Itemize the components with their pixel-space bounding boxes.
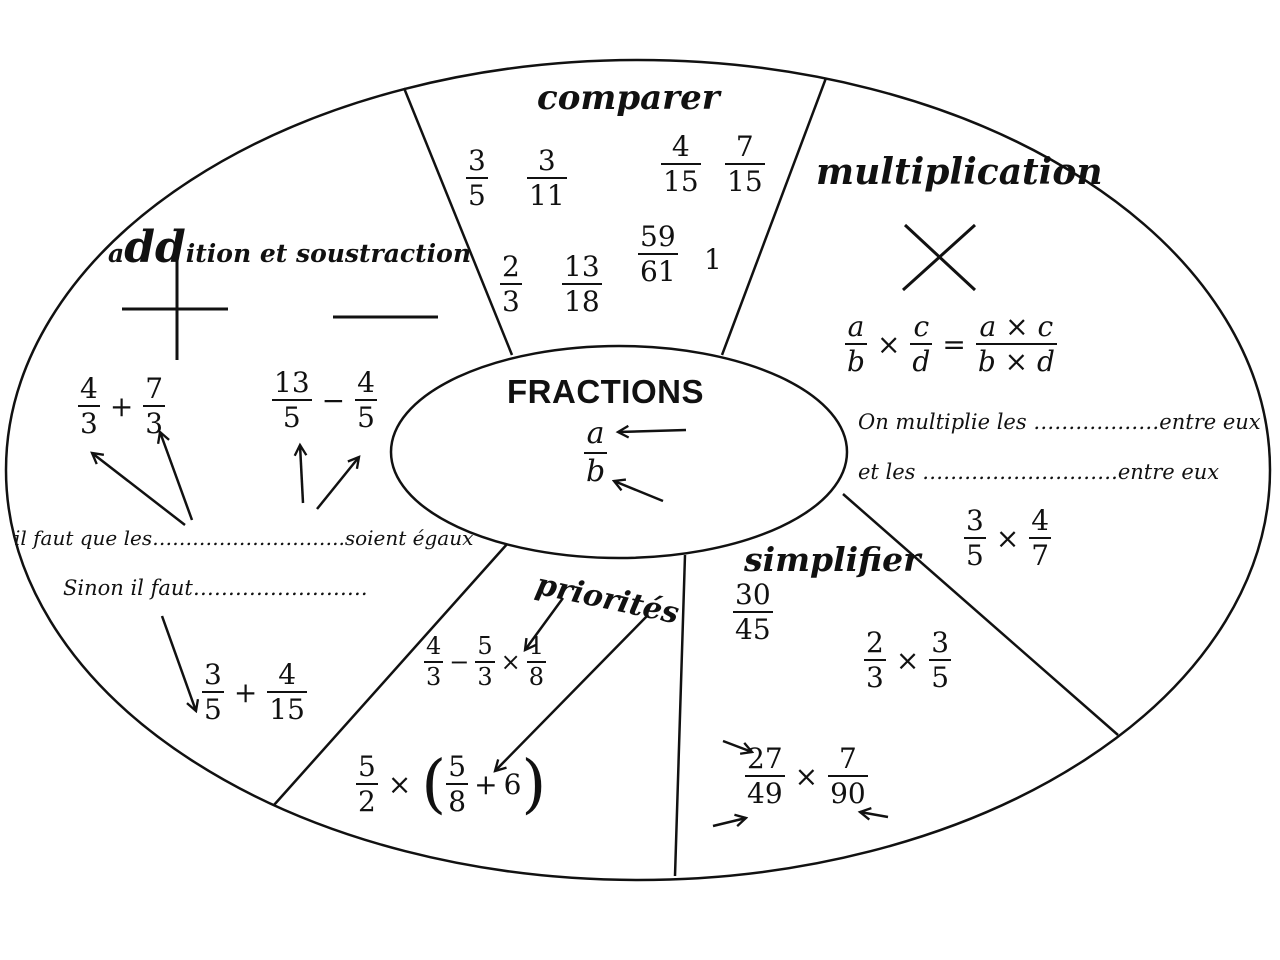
multiplication-note-2: et les ……………………….entre eux — [858, 460, 1220, 484]
arrow — [712, 818, 746, 828]
addition-note-2: Sinon il faut……………………. — [63, 576, 368, 600]
section-title-addition: addition et soustraction — [108, 222, 472, 273]
compare-integer: 1 — [704, 243, 722, 276]
center-title: FRACTIONS — [507, 373, 704, 410]
section-title-multiplication: multiplication — [816, 151, 1103, 193]
arrow — [160, 615, 196, 711]
arrow — [316, 457, 359, 510]
arrow — [618, 430, 687, 432]
arrow — [160, 432, 194, 521]
divider-line — [273, 542, 509, 806]
divider-line — [720, 77, 828, 356]
times-symbol — [901, 223, 977, 292]
addition-note-1: il faut que les………………………..soient égaux — [14, 526, 474, 550]
arrow — [300, 445, 303, 504]
section-title-simplifier: simplifier — [744, 540, 921, 579]
divider-line — [402, 87, 514, 356]
center-numerator: a — [586, 416, 605, 451]
section-title-comparer: comparer — [537, 78, 720, 118]
arrow — [92, 453, 186, 526]
arrow — [614, 481, 664, 503]
center-ellipse — [389, 344, 849, 560]
arrow — [722, 739, 752, 752]
multiplication-note-1: On multiplie les ………………entre eux — [858, 410, 1261, 434]
plus-symbol — [122, 258, 228, 360]
arrow — [525, 597, 565, 650]
center-denominator: b — [586, 453, 606, 489]
outer-ellipse — [4, 58, 1272, 882]
divider-line — [673, 554, 687, 877]
arrow — [860, 812, 889, 817]
divider-line — [842, 493, 1119, 736]
arrow — [495, 614, 649, 771]
arrows — [92, 430, 889, 828]
